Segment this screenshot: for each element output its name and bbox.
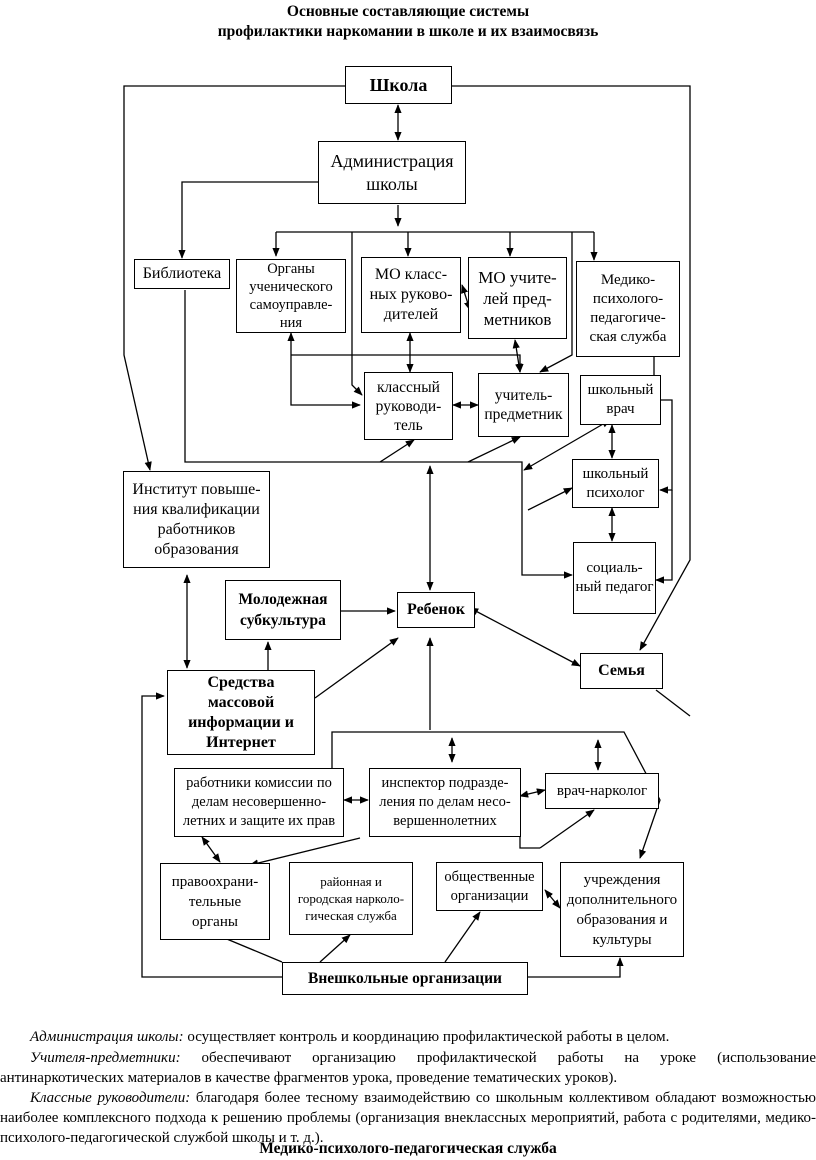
node-psych-service: Медико-психолого-педагогиче-ская служба bbox=[576, 261, 680, 357]
node-social-pedagogue: социаль-ный педагог bbox=[573, 542, 656, 614]
node-student-government: Органы ученического самоуправле-ния bbox=[236, 259, 346, 333]
node-class-leader: классный руководи-тель bbox=[364, 372, 453, 440]
node-institute: Институт повыше-ния квалификации работни… bbox=[123, 471, 270, 568]
node-mo-class-leaders: МО класс-ных руково-дителей bbox=[361, 257, 461, 333]
node-school-doctor: школьный врач bbox=[580, 375, 661, 425]
node-narcologist: врач-нарколог bbox=[545, 773, 659, 809]
node-external-orgs: Внешкольные организации bbox=[282, 962, 528, 995]
node-subject-teacher: учитель-предметник bbox=[478, 373, 569, 437]
node-inspector: инспектор подразде-ления по делам несо-в… bbox=[369, 768, 521, 837]
diagram-title-line2: профилактики наркомании в школе и их вза… bbox=[217, 23, 599, 40]
paragraph-class-leaders: Классные руководители: благодаря более т… bbox=[0, 1090, 816, 1146]
node-family: Семья bbox=[580, 653, 663, 689]
diagram-title-line1: Основные составляющие системы bbox=[286, 3, 530, 20]
node-commission: работники комиссии по делам несовершенно… bbox=[174, 768, 344, 837]
node-school: Школа bbox=[345, 66, 452, 104]
node-youth-subculture: Молодежная субкультура bbox=[225, 580, 341, 640]
node-mo-subject-teachers: МО учите-лей пред-метников bbox=[468, 257, 567, 339]
node-narcology-service: районная и городская нарколо-гическая сл… bbox=[289, 862, 413, 935]
node-law-enforcement: правоохрани-тельные органы bbox=[160, 863, 270, 940]
connection-lines bbox=[123, 85, 691, 978]
paragraph-administration: Администрация школы: осуществляет контро… bbox=[30, 1029, 670, 1045]
section-heading: Медико-психолого-педагогическая служба bbox=[259, 1140, 557, 1157]
node-culture-institutions: учреждения дополнительного образования и… bbox=[560, 862, 684, 957]
node-school-psychologist: школьный психолог bbox=[572, 459, 659, 508]
node-mass-media: Средства массовой информации и Интернет bbox=[167, 670, 315, 755]
node-child: Ребенок bbox=[397, 592, 475, 628]
node-administration: Администрация школы bbox=[318, 141, 466, 204]
node-public-orgs: общественные организации bbox=[436, 862, 543, 911]
node-library: Библиотека bbox=[134, 259, 230, 289]
paragraph-subject-teachers: Учителя-предметники: обеспечивают органи… bbox=[0, 1050, 816, 1086]
